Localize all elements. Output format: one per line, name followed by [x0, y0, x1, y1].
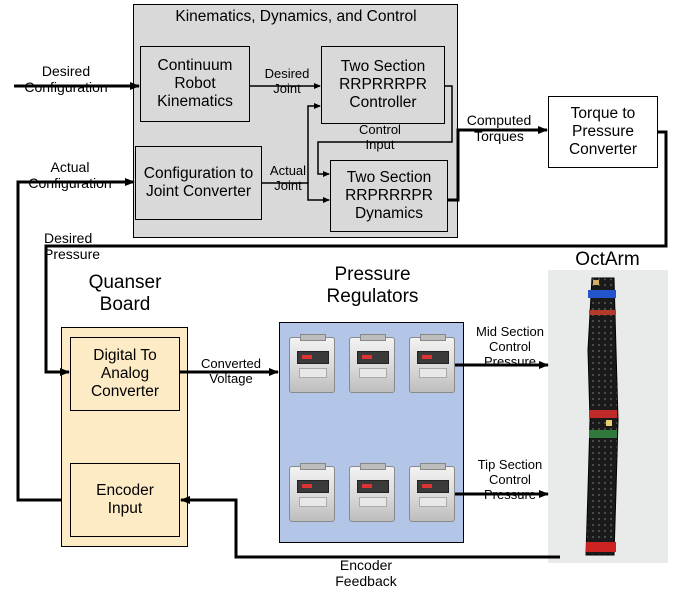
octarm-arm-drawing: [585, 277, 619, 556]
desired-pressure-label: Desired Pressure: [44, 230, 101, 263]
pressure-regulators-label: Pressure Regulators: [326, 264, 419, 307]
converted-voltage-label: Converted Voltage: [201, 356, 261, 386]
octarm-label: OctArm: [575, 249, 640, 270]
continuum-robot-kinematics-block: Continuum Robot Kinematics: [140, 46, 250, 122]
encoder-input-label: Encoder Input: [96, 482, 154, 517]
torque-to-pressure-label: Torque to Pressure Converter: [568, 105, 638, 158]
config-to-joint-block: Configuration to Joint Converter: [135, 146, 262, 220]
desired-configuration-label: Desired Configuration: [24, 63, 108, 96]
desired-joint-label: Desired Joint: [264, 66, 310, 96]
computed-torques-label: Computed Torques: [466, 112, 532, 145]
octarm-photo: [548, 270, 668, 563]
dac-label: Digital To Analog Converter: [90, 347, 160, 400]
rrp-dynamics-label: Two Section RRPRRRPR Dynamics: [345, 169, 433, 222]
continuum-robot-kinematics-label: Continuum Robot Kinematics: [157, 57, 233, 110]
mid-section-pressure-label: Mid Section Control Pressure: [476, 324, 544, 369]
pressure-regulator-device: [349, 334, 395, 393]
pressure-regulator-device: [289, 334, 335, 393]
quanser-board-label: Quanser Board: [88, 272, 162, 315]
rrp-dynamics-block: Two Section RRPRRRPR Dynamics: [330, 160, 448, 232]
tip-section-pressure-label: Tip Section Control Pressure: [477, 457, 543, 502]
pressure-regulator-device: [349, 463, 395, 522]
rrp-controller-block: Two Section RRPRRRPR Controller: [321, 46, 445, 124]
encoder-feedback-label: Encoder Feedback: [335, 557, 397, 590]
rrp-controller-label: Two Section RRPRRRPR Controller: [339, 58, 427, 111]
control-input-label: Control Input: [359, 122, 401, 152]
encoder-input-block: Encoder Input: [70, 463, 180, 537]
actual-joint-label: Actual Joint: [269, 163, 307, 193]
actual-configuration-label: Actual Configuration: [28, 159, 112, 192]
pressure-regulator-device: [289, 463, 335, 522]
config-to-joint-label: Configuration to Joint Converter: [143, 165, 254, 200]
pressure-regulator-device: [409, 334, 455, 393]
pressure-regulator-device: [409, 463, 455, 522]
kdc-panel-title: Kinematics, Dynamics, and Control: [175, 8, 417, 25]
dac-block: Digital To Analog Converter: [70, 337, 180, 411]
torque-to-pressure-block: Torque to Pressure Converter: [548, 96, 658, 168]
